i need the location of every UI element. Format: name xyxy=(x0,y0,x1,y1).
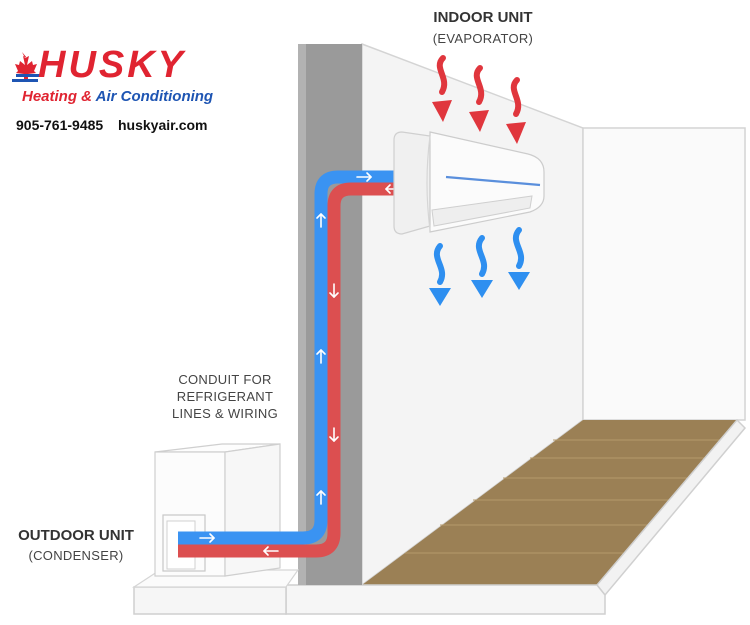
maple-leaf-icon xyxy=(15,52,37,80)
cool-air-arrow-2 xyxy=(475,235,487,277)
indoor-unit xyxy=(393,131,545,235)
indoor-unit-vent xyxy=(431,195,533,227)
wood-floor xyxy=(362,420,737,585)
arrow-right-indoor-cold xyxy=(356,172,372,182)
tagline-air: Air Conditioning xyxy=(95,88,214,105)
conduit-label-line3: LINES & WIRING xyxy=(171,406,279,421)
warm-air-arrows xyxy=(432,55,526,144)
arrow-up-2 xyxy=(316,349,326,364)
room-side-wall xyxy=(582,127,746,421)
hot-refrigerant-line xyxy=(178,182,418,558)
warm-air-arrow-1 xyxy=(436,55,448,95)
tagline-heating: Heating & xyxy=(22,88,96,105)
base-slab xyxy=(285,584,606,615)
cool-air-arrows xyxy=(429,227,530,306)
outdoor-base xyxy=(133,586,287,615)
brand-logo-text: HUSKY xyxy=(38,44,187,86)
conduit-label-line2: REFRIGERANT xyxy=(176,389,274,404)
warm-air-arrow-2 xyxy=(473,65,485,105)
warm-air-arrowhead-3 xyxy=(506,122,526,144)
arrow-down-1 xyxy=(329,283,339,298)
cool-air-arrowhead-2 xyxy=(471,280,493,298)
website-link[interactable]: huskyair.com xyxy=(118,117,208,133)
warm-air-arrowhead-1 xyxy=(432,100,452,122)
phone-number: 905-761-9485 xyxy=(16,117,104,133)
warm-air-arrow-3 xyxy=(510,77,522,117)
cool-air-arrow-1 xyxy=(433,243,445,285)
conduit-label: CONDUIT FOR REFRIGERANT LINES & WIRING xyxy=(150,371,300,422)
cool-air-arrow-3 xyxy=(512,227,524,269)
cool-air-arrowhead-1 xyxy=(429,288,451,306)
arrow-up-1 xyxy=(316,213,326,228)
arrow-right-outdoor-cold xyxy=(199,533,215,543)
outdoor-unit-title: OUTDOOR UNIT xyxy=(18,527,134,544)
brand-tagline: Heating & Air Conditioning xyxy=(22,88,213,105)
cool-air-arrowhead-3 xyxy=(508,272,530,290)
conduit-label-line1: CONDUIT FOR xyxy=(178,372,272,387)
exterior-wall-edge xyxy=(298,44,306,585)
logo-speed-stripes xyxy=(12,74,40,82)
indoor-unit-end xyxy=(393,131,431,235)
floor-planks xyxy=(405,439,721,554)
indoor-unit-stripe xyxy=(445,175,541,187)
indoor-unit-front xyxy=(426,135,431,231)
indoor-unit-title: INDOOR UNIT xyxy=(433,9,533,26)
indoor-unit-subtitle: (EVAPORATOR) xyxy=(432,31,534,46)
arrow-left-outdoor-hot xyxy=(263,546,279,556)
arrow-down-2 xyxy=(329,427,339,442)
arrow-up-3 xyxy=(316,490,326,505)
flow-arrows xyxy=(199,172,401,556)
warm-air-arrowhead-2 xyxy=(469,110,489,132)
outdoor-unit-subtitle: (CONDENSER) xyxy=(28,548,124,563)
